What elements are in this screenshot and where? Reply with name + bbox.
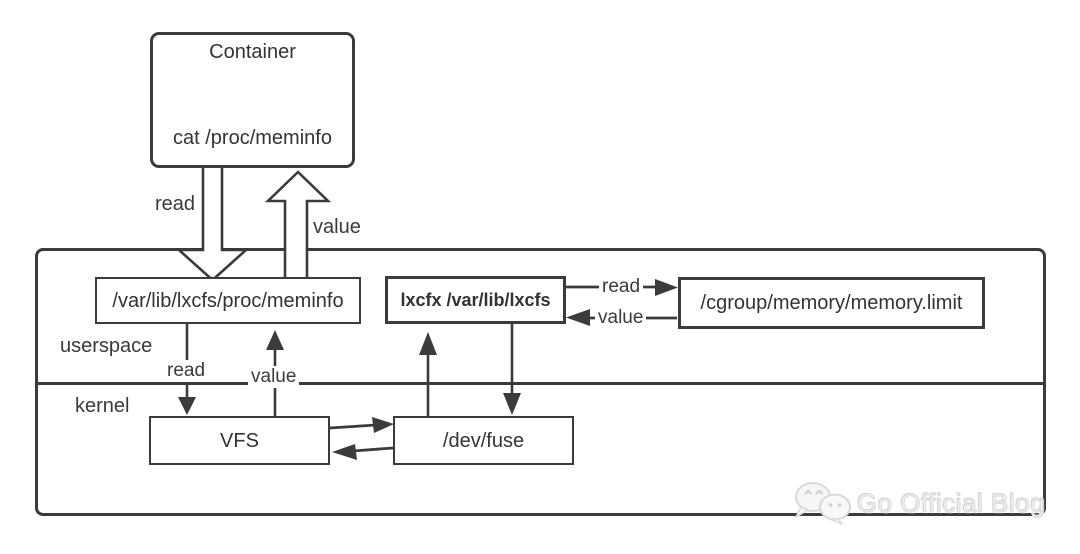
value-arrowhead-vfs-to-meminfo [266,330,284,350]
read-arrowhead-lxcfs-to-cgroup [655,279,678,296]
cgroup-node: /cgroup/memory/memory.limit [678,277,985,329]
meminfo-node: /var/lib/lxcfs/proc/meminfo [95,277,361,324]
arrowhead-lxcfs-to-devfuse [503,393,521,415]
read-block-arrow-container-to-meminfo [175,164,250,282]
line-devfuse-to-vfs [352,446,394,453]
container-node: Container cat /proc/meminfo [150,32,355,168]
line-vfs-to-devfuse [329,423,377,430]
lxcfs-node: lxcfx /var/lib/lxcfs [385,276,566,324]
vfs-label: VFS [220,429,259,452]
edge-label-kernel-read: read [164,360,209,382]
vfs-node: VFS [149,416,330,465]
edge-label-kernel-value: value [248,366,300,388]
meminfo-label: /var/lib/lxcfs/proc/meminfo [112,289,344,312]
lxcfs-label: lxcfx /var/lib/lxcfs [400,290,551,310]
container-title: Container [209,41,296,63]
cgroup-label: /cgroup/memory/memory.limit [700,292,963,314]
userspace-label: userspace [60,335,153,357]
edge-label-container-value: value [310,216,364,239]
kernel-label: kernel [75,395,130,417]
edge-label-container-read: read [152,193,199,216]
edge-label-cgroup-value: value [595,307,647,329]
container-command: cat /proc/meminfo [173,127,332,149]
arrowhead-vfs-to-devfuse [372,417,394,433]
read-arrowhead-meminfo-to-vfs [178,397,196,415]
watermark: Go Official Blog [791,481,1045,525]
value-arrowhead-cgroup-to-lxcfs [566,309,590,326]
devfuse-node: /dev/fuse [393,416,574,465]
wechat-icon [795,482,851,525]
watermark-text: Go Official Blog [856,487,1046,518]
devfuse-label: /dev/fuse [442,429,525,452]
userspace-kernel-divider [35,382,1046,385]
arrowhead-devfuse-to-lxcfs [419,332,437,355]
edge-label-cgroup-read: read [599,276,644,298]
arrowhead-devfuse-to-vfs [332,444,357,460]
